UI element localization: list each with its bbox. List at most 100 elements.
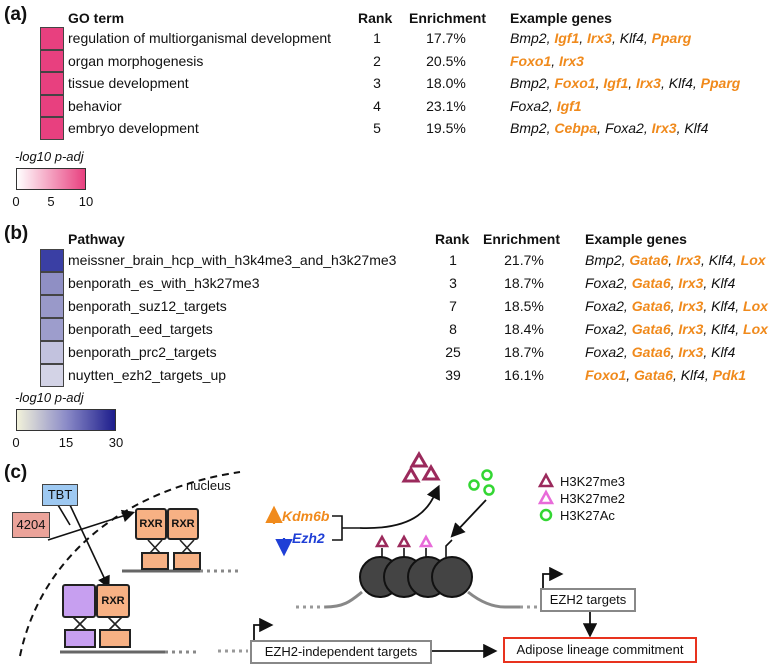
gene-separator: , bbox=[703, 275, 712, 291]
gene-separator: , bbox=[546, 120, 555, 136]
gene-separator: , bbox=[546, 75, 555, 91]
gene-separator: , bbox=[676, 120, 685, 136]
gene-separator: , bbox=[623, 321, 632, 337]
gene-name: Klf4 bbox=[711, 298, 736, 314]
legend-h3k27me3-label: H3K27me3 bbox=[560, 474, 626, 489]
gene-name: Klf4 bbox=[711, 275, 736, 291]
arrow-to-rxr-dimer bbox=[47, 509, 136, 541]
gene-name: Pparg bbox=[700, 75, 741, 91]
arrow-to-rxr-heterodimer bbox=[69, 504, 110, 589]
pathway-row-rank: 7 bbox=[449, 298, 457, 314]
gene-separator: , bbox=[611, 30, 620, 46]
panel-a-label: (a) bbox=[4, 4, 28, 25]
partner-linker bbox=[71, 615, 89, 631]
gene-separator: , bbox=[670, 344, 679, 360]
pathway-row-term: benporath_suz12_targets bbox=[68, 298, 227, 314]
gene-name: Cebpa bbox=[554, 120, 598, 136]
gene-separator: , bbox=[704, 367, 713, 383]
gene-name: Foxo1 bbox=[510, 52, 552, 69]
go-row-rank: 2 bbox=[373, 52, 381, 69]
gene-name: Lox bbox=[743, 298, 768, 314]
panel-a-header-genes: Example genes bbox=[510, 10, 612, 26]
go-row-heatmap-cell bbox=[40, 49, 64, 72]
gene-name: Bmp2 bbox=[510, 120, 547, 136]
panel-b-label: (b) bbox=[4, 223, 29, 244]
nucleus-membrane bbox=[19, 471, 241, 657]
arrow-acetylation bbox=[450, 499, 487, 538]
pathway-row-rank: 8 bbox=[449, 321, 457, 337]
pathway-row-term: benporath_prc2_targets bbox=[68, 344, 217, 360]
gene-name: Foxa2 bbox=[585, 321, 624, 337]
panel-a-legend-title: -log10 p-adj bbox=[15, 149, 84, 164]
gene-name: Bmp2 bbox=[510, 75, 547, 91]
arrow-to-removed-marks bbox=[359, 484, 440, 529]
gene-name: Foxo1 bbox=[585, 367, 627, 383]
panel-c-diagram bbox=[19, 451, 598, 659]
panel-b-legend-title: -log10 p-adj bbox=[15, 390, 84, 405]
nucleus-label: nucleus bbox=[186, 478, 231, 493]
gene-separator: , bbox=[597, 120, 605, 136]
gene-separator: , bbox=[703, 298, 712, 314]
gene-name: Klf4 bbox=[619, 30, 644, 46]
gene-separator: , bbox=[703, 344, 712, 360]
go-row-example-genes: Bmp2, Igf1, Irx3, Klf4, Pparg bbox=[510, 30, 691, 46]
chromatin-dna bbox=[324, 590, 520, 609]
go-row-term: regulation of multiorganismal developmen… bbox=[68, 30, 332, 46]
rxr-dimer-left: RXR bbox=[135, 508, 167, 540]
pathway-row-example-genes: Foxo1, Gata6, Klf4, Pdk1 bbox=[585, 367, 746, 383]
h3k27me2-tail-mark bbox=[418, 534, 434, 548]
rxr-heterodimer: RXR bbox=[96, 584, 130, 618]
gene-name: Gata6 bbox=[631, 275, 671, 291]
go-row-enrichment: 23.1% bbox=[426, 97, 466, 114]
removed-h3k27me3-mark-2 bbox=[401, 466, 421, 483]
gene-name: Irx3 bbox=[678, 275, 704, 291]
go-row-rank: 1 bbox=[373, 30, 381, 46]
pathway-row-enrichment: 18.7% bbox=[504, 275, 544, 291]
gene-separator: , bbox=[735, 298, 744, 314]
go-row-example-genes: Bmp2, Foxo1, Igf1, Irx3, Klf4, Pparg bbox=[510, 75, 740, 91]
gene-separator: , bbox=[692, 75, 701, 91]
gene-name: Gata6 bbox=[631, 321, 671, 337]
panel-b-colorbar bbox=[16, 409, 116, 431]
pathway-row-example-genes: Foxa2, Gata6, Irx3, Klf4, Lox bbox=[585, 321, 768, 337]
go-row-example-genes: Bmp2, Cebpa, Foxa2, Irx3, Klf4 bbox=[510, 120, 708, 136]
ezh2-independent-targets-box: EZH2-independent targets bbox=[250, 640, 432, 664]
gene-separator: , bbox=[643, 120, 652, 136]
go-row-enrichment: 19.5% bbox=[426, 120, 466, 136]
gene-name: Foxa2 bbox=[585, 344, 624, 360]
pathway-row-heatmap-cell bbox=[40, 249, 64, 272]
colorbar-tick-label: 0 bbox=[12, 194, 20, 209]
colorbar-tick-label: 15 bbox=[58, 435, 74, 450]
gene-name: Bmp2 bbox=[585, 252, 622, 268]
gene-name: Irx3 bbox=[678, 298, 704, 314]
gene-name: Irx3 bbox=[676, 252, 701, 268]
pathway-row-example-genes: Bmp2, Gata6, Irx3, Klf4, Lox bbox=[585, 252, 766, 268]
gene-name: Pdk1 bbox=[712, 367, 747, 383]
gene-separator: , bbox=[732, 252, 741, 268]
pathway-row-heatmap-cell bbox=[40, 295, 64, 318]
panel-b-header-rank: Rank bbox=[435, 231, 470, 247]
removed-h3k27me3-mark-3 bbox=[421, 464, 441, 481]
legend-h3k27me2-label: H3K27me2 bbox=[560, 491, 626, 506]
gene-separator: , bbox=[668, 252, 677, 268]
rxr-foot-3 bbox=[99, 629, 131, 648]
gene-separator: , bbox=[621, 252, 630, 268]
gene-name: Gata6 bbox=[631, 344, 671, 360]
legend-h3k27me3-icon bbox=[537, 472, 555, 488]
rxr-partner bbox=[62, 584, 96, 618]
go-row-example-genes: Foxa2, Igf1 bbox=[510, 98, 582, 114]
removed-h3k27me3-mark-1 bbox=[409, 451, 429, 468]
gene-name: Klf4 bbox=[711, 321, 736, 337]
tbt-box: TBT bbox=[42, 484, 78, 506]
gene-name: Foxa2 bbox=[510, 97, 549, 114]
gene-name: Irx3 bbox=[636, 75, 661, 91]
go-row-heatmap-cell bbox=[40, 117, 64, 140]
h3k27ac-mark-1 bbox=[468, 479, 480, 491]
gene-name: Foxa2 bbox=[604, 120, 644, 136]
gene-name: Irx3 bbox=[559, 52, 584, 69]
rxr-foot-2 bbox=[173, 552, 201, 570]
partner-foot bbox=[64, 629, 96, 648]
gene-separator: , bbox=[670, 275, 679, 291]
pathway-row-term: benporath_eed_targets bbox=[68, 321, 213, 337]
gene-separator: , bbox=[670, 298, 679, 314]
